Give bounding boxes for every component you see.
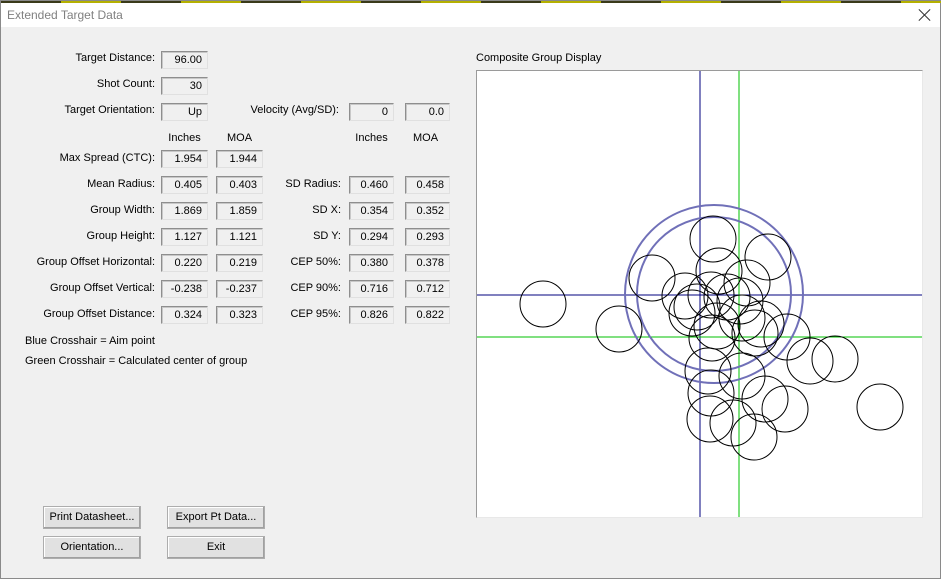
shot-count-value: 30: [161, 77, 208, 95]
group-width-moa: 1.859: [216, 202, 263, 220]
shot-circle: [730, 413, 778, 461]
group-width-inches: 1.869: [161, 202, 208, 220]
export-pt-data-button[interactable]: Export Pt Data...: [167, 506, 265, 529]
shot-circle: [744, 233, 792, 281]
close-icon[interactable]: [914, 4, 936, 26]
cep50-moa: 0.378: [405, 254, 450, 272]
target-distance-value: 96.00: [161, 51, 208, 69]
shot-circle: [716, 277, 764, 325]
sd-x-moa: 0.352: [405, 202, 450, 220]
target-distance-label: Target Distance:: [75, 52, 155, 64]
shot-circle: [595, 305, 643, 353]
moa-column-header-right: MOA: [412, 132, 439, 144]
velocity-label: Velocity (Avg/SD):: [250, 104, 339, 116]
blue-crosshair-legend: Blue Crosshair = Aim point: [25, 335, 155, 347]
max-spread-inches: 1.954: [161, 150, 208, 168]
sd-x-label: SD X:: [312, 204, 341, 216]
cep90-moa: 0.712: [405, 280, 450, 298]
cep-ring-outer: [624, 204, 804, 384]
group-width-label: Group Width:: [90, 204, 155, 216]
offset-horizontal-inches: 0.220: [161, 254, 208, 272]
shot-circle: [856, 383, 904, 431]
group-height-moa: 1.121: [216, 228, 263, 246]
shot-circle: [673, 283, 721, 331]
shot-circle: [668, 289, 716, 337]
cep90-inches: 0.716: [349, 280, 394, 298]
shot-circle: [688, 314, 736, 362]
velocity-avg-value: 0: [349, 103, 394, 121]
cep95-label: CEP 95%:: [290, 308, 341, 320]
shot-circle: [741, 375, 789, 423]
orientation-button[interactable]: Orientation...: [43, 536, 141, 559]
sd-radius-inches: 0.460: [349, 176, 394, 194]
shot-circles: [519, 215, 904, 461]
shot-circle: [519, 280, 567, 328]
shot-circle: [786, 337, 834, 385]
group-plot-svg: [477, 71, 922, 517]
sd-radius-label: SD Radius:: [285, 178, 341, 190]
print-datasheet-button[interactable]: Print Datasheet...: [43, 506, 141, 529]
window-title: Extended Target Data: [7, 8, 123, 22]
shot-circle: [628, 254, 676, 302]
max-spread-label: Max Spread (CTC):: [59, 152, 155, 164]
shot-circle: [693, 302, 741, 350]
cep50-inches: 0.380: [349, 254, 394, 272]
shot-circle: [718, 294, 766, 342]
offset-distance-moa: 0.323: [216, 306, 263, 324]
sd-radius-moa: 0.458: [405, 176, 450, 194]
shot-circle: [687, 271, 735, 319]
cep90-label: CEP 90%:: [290, 282, 341, 294]
inches-column-header: Inches: [168, 132, 201, 144]
shot-circle: [731, 309, 779, 357]
title-bar[interactable]: Extended Target Data: [1, 3, 940, 27]
shot-circle: [689, 215, 737, 263]
cep50-label: CEP 50%:: [290, 256, 341, 268]
shot-count-label: Shot Count:: [96, 78, 155, 90]
composite-group-display: [476, 70, 923, 518]
shot-circle: [695, 247, 743, 295]
offset-horizontal-moa: 0.219: [216, 254, 263, 272]
cep95-inches: 0.826: [349, 306, 394, 324]
cep95-moa: 0.822: [405, 306, 450, 324]
shot-circle: [811, 335, 859, 383]
target-orientation-value: Up: [161, 103, 208, 121]
sd-y-moa: 0.293: [405, 228, 450, 246]
group-height-inches: 1.127: [161, 228, 208, 246]
max-spread-moa: 1.944: [216, 150, 263, 168]
cep-ring-inner: [636, 216, 792, 372]
window-top-strip: [1, 1, 941, 3]
inches-column-header-right: Inches: [355, 132, 388, 144]
sd-y-inches: 0.294: [349, 228, 394, 246]
plot-title: Composite Group Display: [476, 52, 602, 64]
velocity-sd-value: 0.0: [405, 103, 450, 121]
shot-circle: [684, 347, 732, 395]
shot-circle: [761, 385, 809, 433]
exit-button[interactable]: Exit: [167, 536, 265, 559]
shot-circle: [737, 300, 785, 348]
mean-radius-moa: 0.403: [216, 176, 263, 194]
offset-vertical-moa: -0.237: [216, 280, 263, 298]
green-crosshair-legend: Green Crosshair = Calculated center of g…: [25, 355, 248, 367]
moa-column-header: MOA: [226, 132, 253, 144]
sd-y-label: SD Y:: [313, 230, 341, 242]
mean-radius-label: Mean Radius:: [87, 178, 155, 190]
sd-x-inches: 0.354: [349, 202, 394, 220]
offset-horizontal-label: Group Offset Horizontal:: [36, 256, 155, 268]
offset-vertical-inches: -0.238: [161, 280, 208, 298]
shot-circle: [686, 395, 734, 443]
target-orientation-label: Target Orientation:: [64, 104, 156, 116]
offset-vertical-label: Group Offset Vertical:: [50, 282, 155, 294]
offset-distance-label: Group Offset Distance:: [43, 308, 155, 320]
mean-radius-inches: 0.405: [161, 176, 208, 194]
offset-distance-inches: 0.324: [161, 306, 208, 324]
group-height-label: Group Height:: [86, 230, 155, 242]
